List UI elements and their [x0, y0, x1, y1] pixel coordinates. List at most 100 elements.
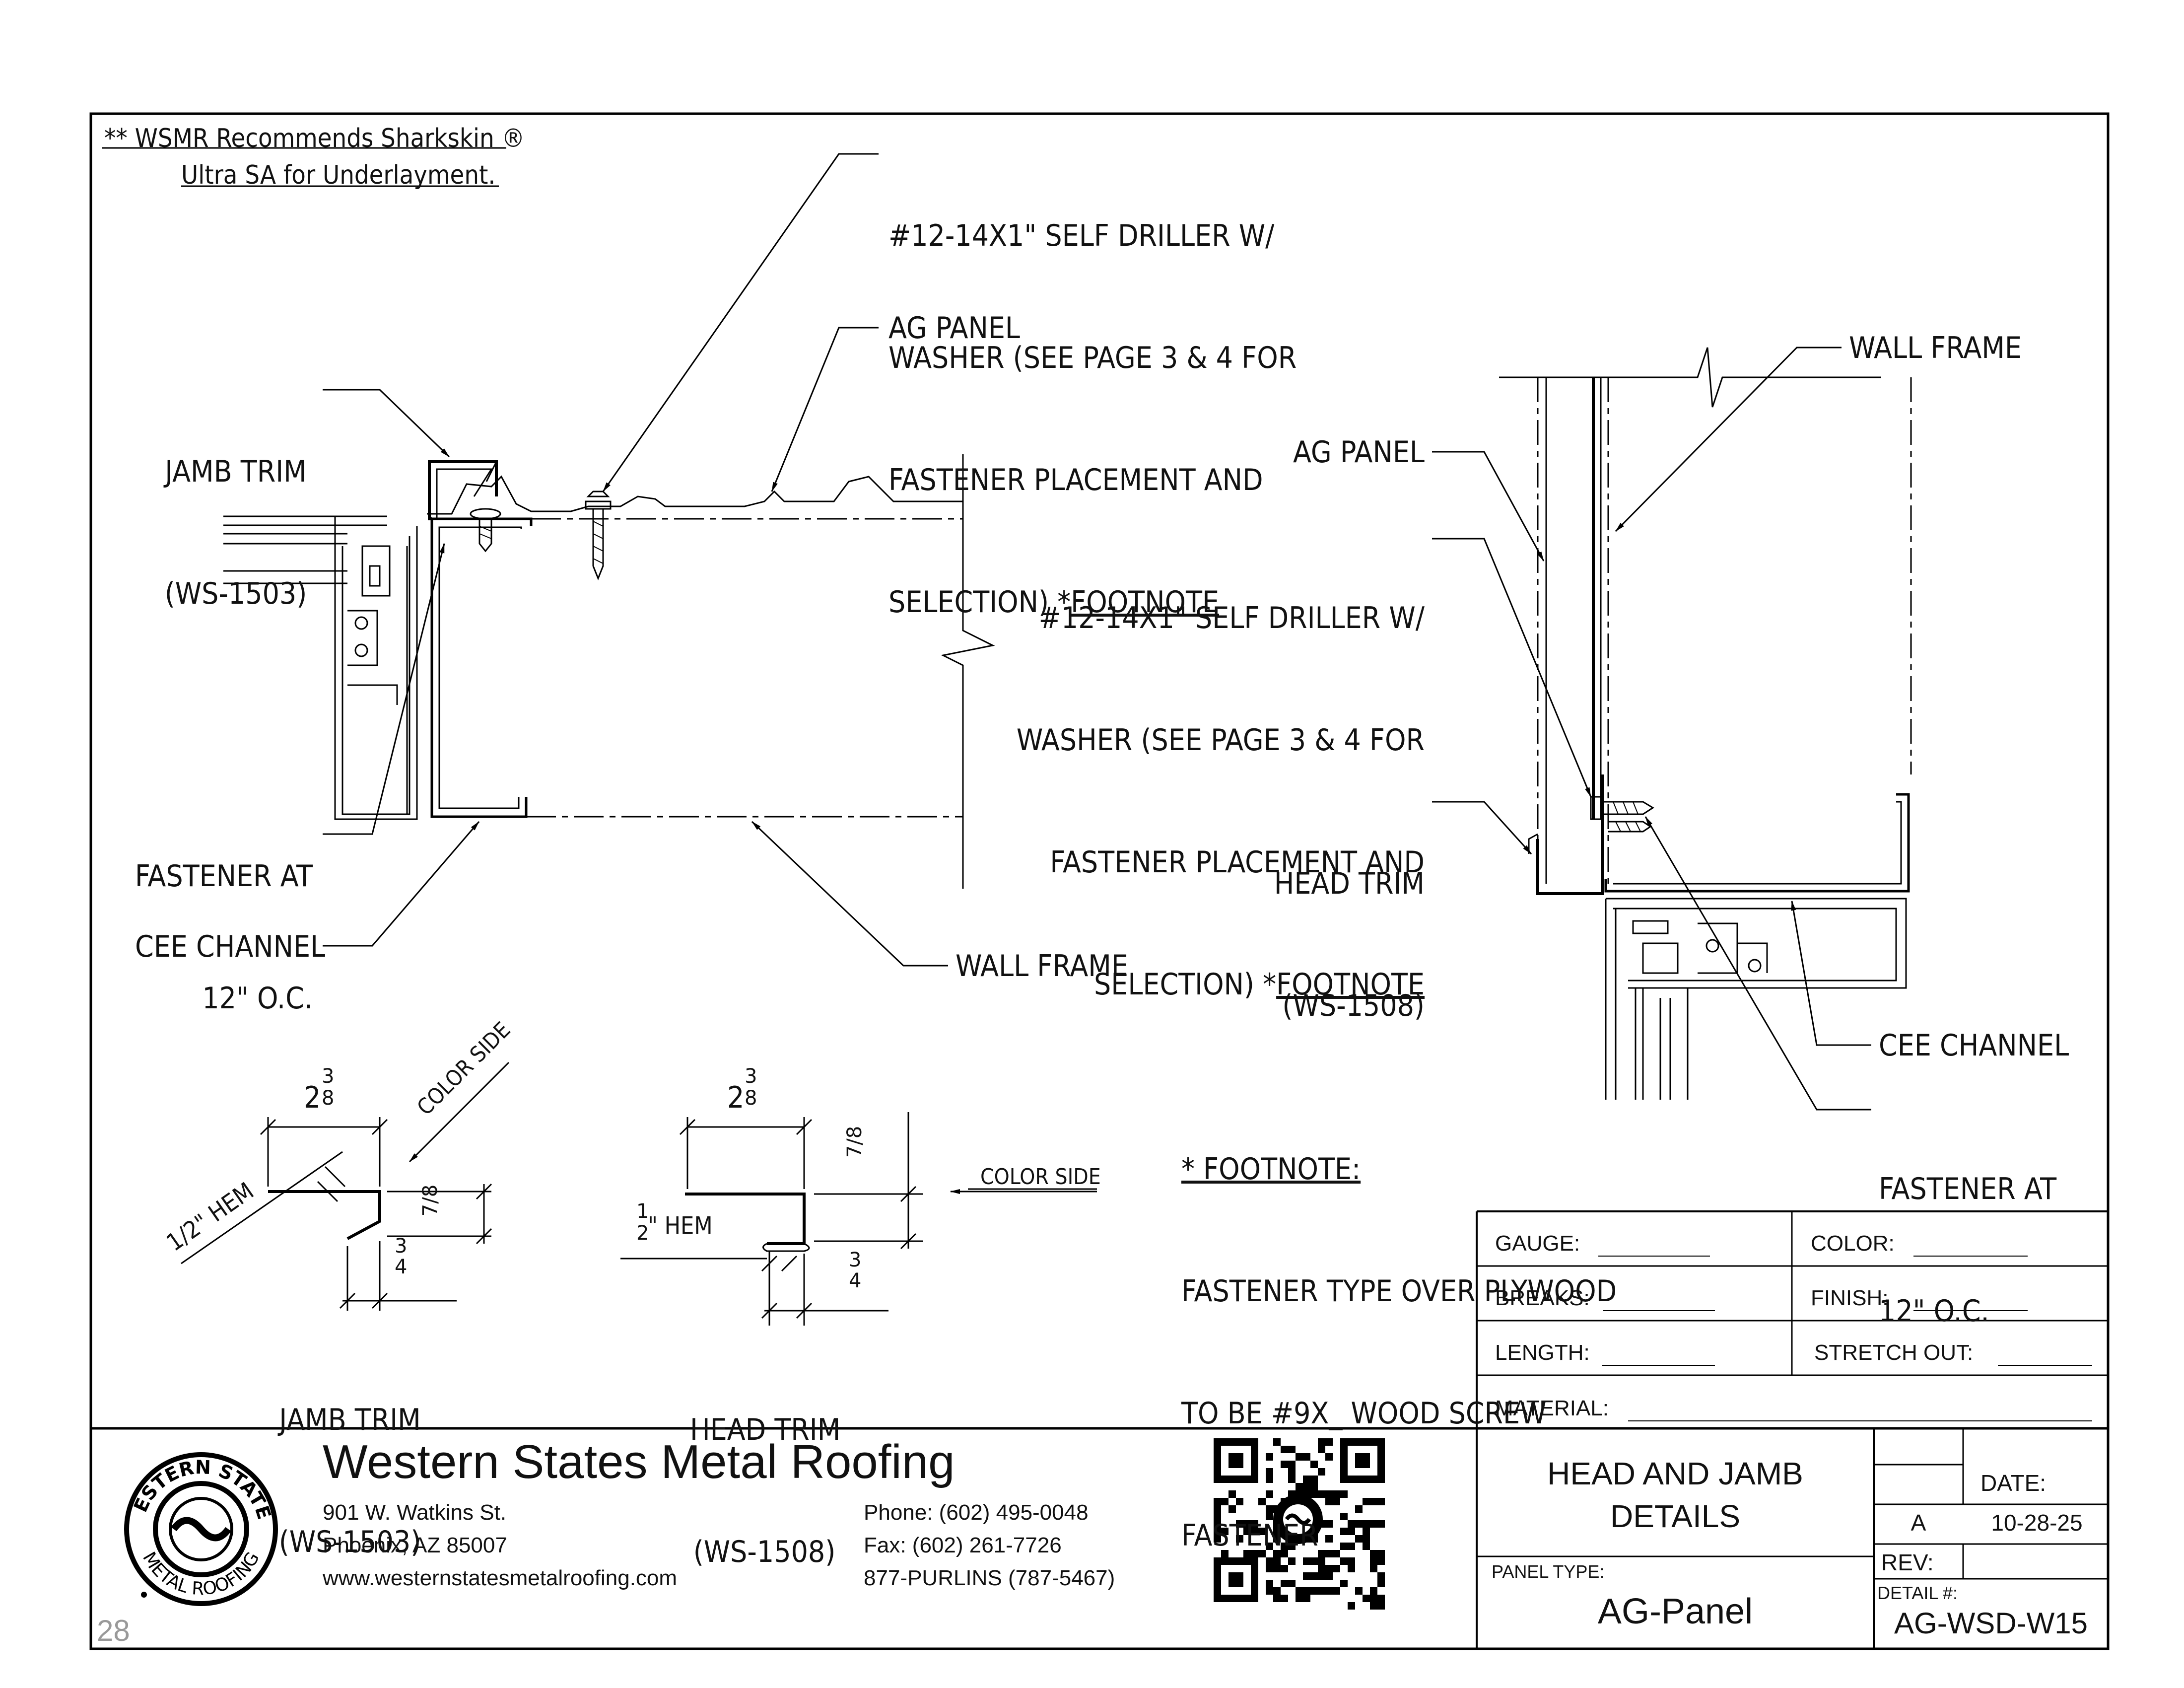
- qr-module: [1288, 1557, 1296, 1565]
- qr-module: [1303, 1587, 1310, 1595]
- gauge-field[interactable]: GAUGE:: [1495, 1231, 1580, 1256]
- qr-module: [1325, 1490, 1333, 1498]
- qr-module: [1273, 1595, 1281, 1602]
- qr-module: [1258, 1550, 1266, 1557]
- qr-module: [1318, 1550, 1325, 1557]
- qr-module: [1296, 1595, 1303, 1602]
- qr-module: [1333, 1565, 1340, 1572]
- qr-module: [1363, 1528, 1370, 1535]
- qr-module: [1288, 1476, 1296, 1483]
- qr-module: [1370, 1557, 1377, 1565]
- head-profile-title: HEAD TRIM (WS-1508): [690, 1412, 841, 1569]
- qr-module: [1266, 1505, 1273, 1513]
- company-address2: Phoenix, AZ 85007: [323, 1533, 507, 1557]
- qr-module: [1288, 1446, 1296, 1453]
- underlayment-note-line1: ** WSMR Recommends Sharkskin ®: [104, 124, 525, 153]
- qr-module: [1310, 1461, 1318, 1468]
- qr-module: [1288, 1580, 1296, 1587]
- head-wall-frame-label: WALL FRAME: [1849, 331, 2022, 365]
- qr-module: [1266, 1557, 1273, 1565]
- qr-module: [1214, 1528, 1221, 1535]
- stretch-out-field[interactable]: STRETCH OUT:: [1814, 1340, 1974, 1365]
- qr-module: [1370, 1587, 1377, 1595]
- qr-module: [1377, 1550, 1385, 1557]
- qr-module: [1377, 1520, 1385, 1528]
- qr-module: [1370, 1520, 1377, 1528]
- footnote-heading: * FOOTNOTE:: [1181, 1152, 1361, 1187]
- qr-module: [1243, 1550, 1251, 1557]
- qr-module: [1281, 1446, 1288, 1453]
- qr-module: [1266, 1490, 1273, 1498]
- qr-module: [1318, 1565, 1325, 1572]
- qr-module: [1303, 1595, 1310, 1602]
- qr-module: [1348, 1557, 1355, 1565]
- qr-module: [1355, 1520, 1363, 1528]
- finish-field[interactable]: FINISH:: [1811, 1286, 1889, 1310]
- jamb-height-frac: 7/8: [419, 1184, 442, 1217]
- detail-number: AG-WSD-W15: [1894, 1607, 2088, 1640]
- qr-module: [1273, 1550, 1281, 1557]
- qr-module: [1221, 1550, 1228, 1557]
- qr-module: [1325, 1565, 1333, 1572]
- qr-module: [1370, 1602, 1377, 1610]
- qr-module: [1318, 1490, 1325, 1498]
- color-field[interactable]: COLOR:: [1811, 1231, 1895, 1256]
- head-detail-linework: [1499, 347, 1912, 1100]
- qr-module: [1355, 1505, 1363, 1513]
- qr-module: [1266, 1565, 1273, 1572]
- breaks-field[interactable]: BREAKS:: [1495, 1286, 1590, 1310]
- company-website[interactable]: www.westernstatesmetalroofing.com: [323, 1566, 678, 1590]
- date-value: 10-28-25: [1991, 1510, 2083, 1536]
- qr-module: [1281, 1595, 1288, 1602]
- head-width-dim: 2: [727, 1080, 745, 1115]
- length-field[interactable]: LENGTH:: [1495, 1340, 1590, 1365]
- qr-module: [1214, 1535, 1221, 1543]
- qr-module: [1266, 1587, 1273, 1595]
- qr-module: [1325, 1587, 1333, 1595]
- head-cee-channel-label: CEE CHANNEL: [1879, 1028, 2069, 1063]
- qr-module: [1340, 1528, 1348, 1535]
- qr-module: [1303, 1483, 1310, 1490]
- qr-module: [1348, 1543, 1355, 1550]
- qr-module: [1377, 1557, 1385, 1565]
- head-trim-label: HEAD TRIM (WS-1508): [1274, 866, 1425, 1023]
- head-height-frac: 7/8: [843, 1125, 867, 1158]
- footnote-ref: FOOTNOTE: [1071, 585, 1220, 620]
- material-field[interactable]: MATERIAL:: [1495, 1396, 1609, 1420]
- jamb-wall-frame-label: WALL FRAME: [956, 949, 1128, 984]
- qr-module: [1310, 1587, 1318, 1595]
- qr-module: [1325, 1572, 1333, 1580]
- qr-module: [1348, 1602, 1355, 1610]
- qr-module: [1236, 1520, 1243, 1528]
- qr-module: [1266, 1453, 1273, 1461]
- jamb-cee-channel-label: CEE CHANNEL: [135, 929, 326, 964]
- qr-module: [1355, 1587, 1363, 1595]
- qr-module: [1296, 1587, 1303, 1595]
- qr-module: [1325, 1498, 1333, 1505]
- qr-module: [1236, 1535, 1243, 1543]
- logo-text-top: WESTERN STATES: [0, 0, 275, 1522]
- qr-module: [1273, 1565, 1281, 1572]
- drawing-title: HEAD AND JAMB DETAILS: [1547, 1456, 1803, 1534]
- detail-number-label: DETAIL #:: [1877, 1583, 1958, 1603]
- qr-module: [1363, 1595, 1370, 1602]
- qr-module: [1363, 1520, 1370, 1528]
- qr-module: [1303, 1572, 1310, 1580]
- qr-module: [1251, 1550, 1258, 1557]
- qr-module: [1325, 1550, 1333, 1557]
- qr-module: [1333, 1490, 1340, 1498]
- qr-module: [1266, 1476, 1273, 1483]
- qr-module: [1310, 1557, 1318, 1565]
- qr-module: [1318, 1587, 1325, 1595]
- head-fastener-at-label: FASTENER AT 12" O.C.: [1879, 1172, 2057, 1329]
- qr-module: [1243, 1520, 1251, 1528]
- qr-module: [1236, 1498, 1243, 1505]
- qr-code: [1214, 1438, 1385, 1610]
- qr-module: [1214, 1498, 1221, 1505]
- qr-module: [1318, 1446, 1325, 1453]
- qr-module: [1258, 1528, 1266, 1535]
- underlayment-note-line2: Ultra SA for Underlayment.: [181, 160, 496, 190]
- qr-module: [1303, 1557, 1310, 1565]
- qr-module: [1355, 1535, 1363, 1543]
- qr-module: [1214, 1505, 1221, 1513]
